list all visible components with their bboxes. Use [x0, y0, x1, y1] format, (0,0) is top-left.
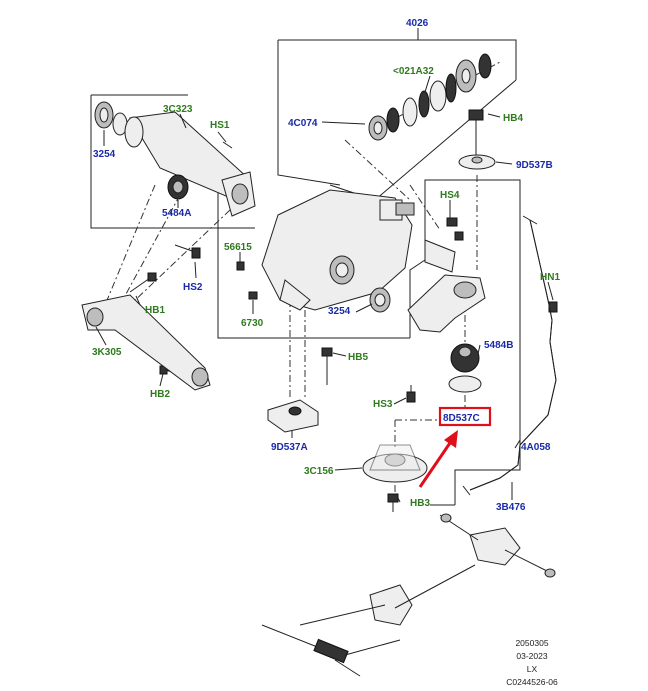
- meta-date: 03-2023: [516, 651, 547, 661]
- label-5484a[interactable]: 5484A: [162, 208, 191, 219]
- diagram-meta: 2050305 03-2023 LX C0244526-06: [506, 638, 558, 687]
- bolts: [129, 109, 558, 512]
- breather-hose: [462, 215, 557, 496]
- crossmember-3k305: [81, 294, 211, 391]
- red-arrow-shaft: [418, 439, 454, 488]
- label-hs1[interactable]: HS1: [210, 120, 230, 131]
- bracket-hs4: [424, 239, 456, 273]
- label-hn1[interactable]: HN1: [540, 272, 560, 283]
- leader-lines: [95, 28, 554, 503]
- label-9d537a[interactable]: 9D537A: [271, 442, 308, 453]
- label-3c156[interactable]: 3C156: [304, 466, 334, 477]
- label-3254-right[interactable]: 3254: [328, 306, 351, 317]
- differential-housing: [261, 189, 415, 313]
- rear-mount-bracket: [407, 274, 486, 393]
- label-hs2[interactable]: HS2: [183, 282, 203, 293]
- mount-3c156: [362, 444, 428, 483]
- label-3b476[interactable]: 3B476: [496, 502, 526, 513]
- label-hb1[interactable]: HB1: [145, 305, 165, 316]
- label-hb5[interactable]: HB5: [348, 352, 368, 363]
- label-5484b[interactable]: 5484B: [484, 340, 513, 351]
- label-9d537b[interactable]: 9D537B: [516, 160, 553, 171]
- pinion-bearing-stack: [368, 53, 492, 141]
- tube-3c323: [94, 101, 256, 217]
- label-hb4[interactable]: HB4: [503, 113, 523, 124]
- drivetrain-context: [261, 513, 556, 677]
- label-4c074[interactable]: 4C074: [288, 118, 318, 129]
- label-hb3[interactable]: HB3: [410, 498, 430, 509]
- label-hb2[interactable]: HB2: [150, 389, 170, 400]
- meta-model: LX: [527, 664, 538, 674]
- mount-9d537b: [458, 154, 496, 170]
- label-4026[interactable]: 4026: [406, 18, 429, 29]
- label-3k305[interactable]: 3K305: [92, 347, 122, 358]
- label-6730[interactable]: 6730: [241, 318, 264, 329]
- meta-code: 2050305: [515, 638, 548, 648]
- center-lines: [104, 61, 501, 500]
- red-arrow-head: [444, 430, 458, 448]
- label-8d537c[interactable]: 8D537C: [443, 413, 480, 424]
- meta-ref: C0244526-06: [506, 677, 558, 687]
- highlight-box: [438, 406, 492, 427]
- label-3254-left[interactable]: 3254: [93, 149, 116, 160]
- label-021a32[interactable]: <021A32: [393, 66, 434, 77]
- label-56615[interactable]: 56615: [224, 242, 252, 253]
- label-4a058[interactable]: 4A058: [521, 442, 551, 453]
- label-hs4[interactable]: HS4: [440, 190, 460, 201]
- label-hs3[interactable]: HS3: [373, 399, 393, 410]
- highlight-callout: [418, 406, 492, 488]
- callout-labels: 4026 <021A32 3C323 HS1 4C074 HB4 3254 9D…: [92, 18, 560, 513]
- mount-9d537a: [267, 399, 319, 433]
- label-3c323[interactable]: 3C323: [163, 104, 193, 115]
